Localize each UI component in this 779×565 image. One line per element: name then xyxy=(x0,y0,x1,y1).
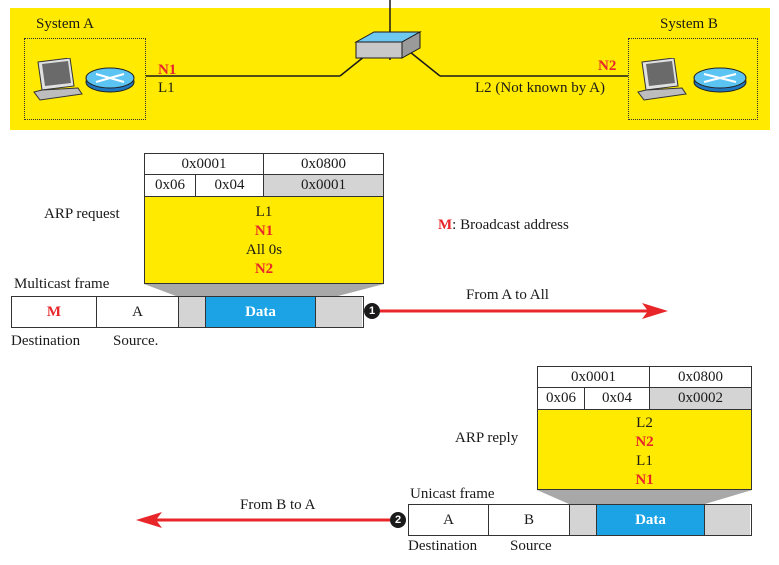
request-sender-mac: L1 xyxy=(255,204,273,220)
reply-sender-ip: N2 xyxy=(635,434,654,450)
router-icon xyxy=(693,67,747,93)
dest-caption: Destination xyxy=(408,538,478,554)
switch-icon xyxy=(354,31,422,59)
system-b-mac: L2 (Not known by A) xyxy=(475,80,605,96)
hw-type-cell: 0x0001 xyxy=(537,366,650,388)
laptop-icon xyxy=(637,58,687,101)
hw-len-cell: 0x06 xyxy=(537,387,585,410)
frame-data: Data xyxy=(206,297,316,327)
operation-cell: 0x0001 xyxy=(263,174,384,197)
reply-sender-mac: L2 xyxy=(636,415,653,431)
request-sender-ip: N1 xyxy=(254,223,274,239)
system-a-mac: L1 xyxy=(158,80,175,96)
proto-type-cell: 0x0800 xyxy=(649,366,752,388)
frame-src: B xyxy=(489,505,570,535)
frame-trailer xyxy=(316,297,362,327)
frame-dest: M xyxy=(12,297,97,327)
frame-trailer xyxy=(705,505,750,535)
reply-target-ip: N1 xyxy=(635,472,654,488)
reply-direction: From B to A xyxy=(240,497,316,513)
src-caption: Source xyxy=(510,538,552,554)
legend: M: Broadcast address xyxy=(438,217,569,234)
request-direction: From A to All xyxy=(466,287,549,303)
unicast-frame-label: Unicast frame xyxy=(410,486,495,502)
system-b-title: System B xyxy=(660,16,718,32)
system-a-title: System A xyxy=(36,16,94,32)
src-caption: Source. xyxy=(113,333,159,349)
system-b-icons xyxy=(637,58,747,101)
arp-reply-fields: L2 N2 L1 N1 xyxy=(537,409,752,490)
frame-type xyxy=(179,297,206,327)
arp-request-fields: L1 N1 All 0s N2 xyxy=(144,196,384,284)
network-links xyxy=(145,0,628,77)
multicast-frame: M A Data xyxy=(11,296,364,328)
arp-reply-header: 0x0001 0x0800 0x06 0x04 0x0002 xyxy=(537,366,752,410)
router-icon xyxy=(85,67,135,93)
request-arrowhead xyxy=(642,303,668,319)
request-funnel xyxy=(144,284,384,296)
request-target-ip: N2 xyxy=(254,261,274,277)
multicast-frame-label: Multicast frame xyxy=(14,276,110,292)
arp-request-header: 0x0001 0x0800 0x06 0x04 0x0001 xyxy=(144,153,384,197)
legend-symbol: M xyxy=(438,217,453,233)
frame-data: Data xyxy=(597,505,705,535)
step-2-badge: 2 xyxy=(390,512,406,528)
frame-dest: A xyxy=(409,505,489,535)
link-b-diag xyxy=(409,51,441,77)
dest-caption: Destination xyxy=(11,333,81,349)
operation-cell: 0x0002 xyxy=(649,387,752,410)
system-a-ip: N1 xyxy=(158,62,177,78)
frame-src: A xyxy=(97,297,179,327)
system-a-icons xyxy=(33,58,135,101)
laptop-icon xyxy=(33,58,83,101)
proto-len-cell: 0x04 xyxy=(584,387,650,410)
unicast-frame: A B Data xyxy=(408,504,752,536)
request-target-mac: All 0s xyxy=(245,242,283,258)
step-1-badge: 1 xyxy=(364,303,380,319)
arp-request-label: ARP request xyxy=(44,206,120,222)
reply-target-mac: L1 xyxy=(636,453,653,469)
reply-arrowhead xyxy=(136,512,162,528)
reply-funnel xyxy=(537,490,752,504)
system-b-ip: N2 xyxy=(598,58,617,74)
frame-type xyxy=(570,505,597,535)
arp-reply-label: ARP reply xyxy=(455,430,519,446)
legend-text: : Broadcast address xyxy=(452,217,569,233)
